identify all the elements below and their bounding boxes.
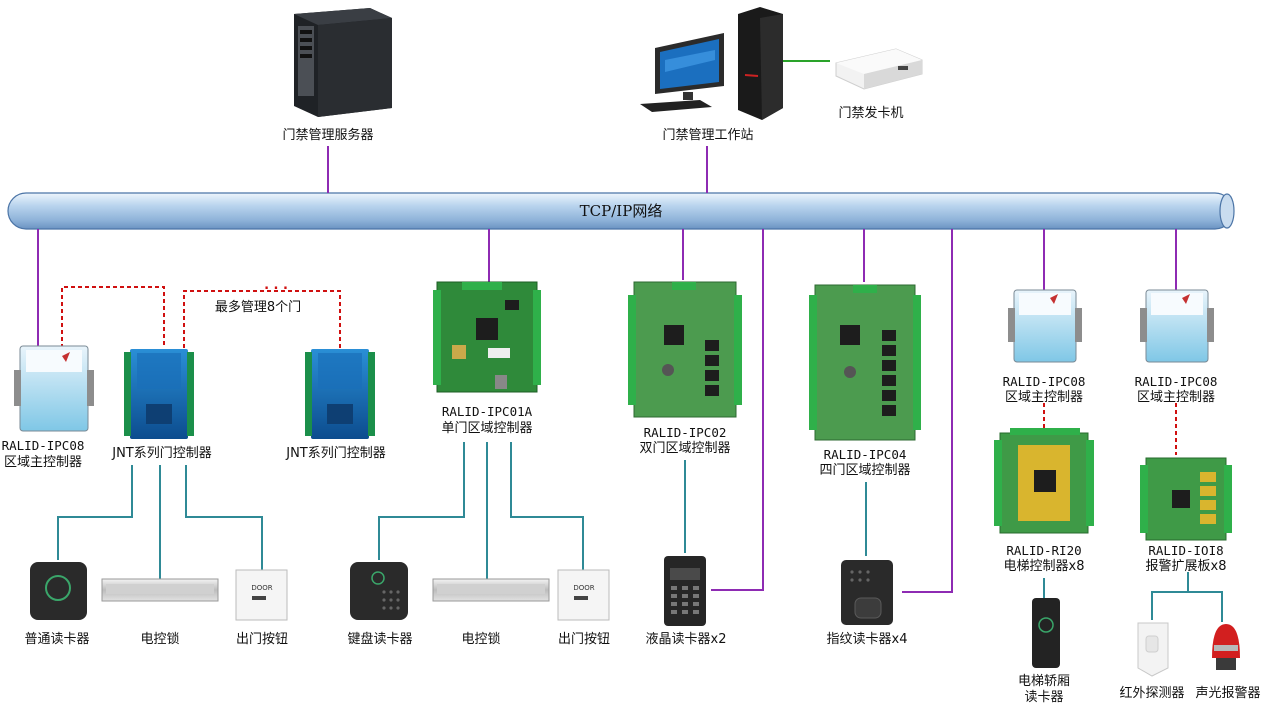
card-issuer-label: 门禁发卡机 — [838, 106, 904, 121]
workstation-icon — [640, 7, 783, 120]
network-label: TCP/IP网络 — [580, 202, 663, 220]
fingerprint-reader-icon — [841, 560, 893, 625]
max-doors-note: 最多管理8个门 — [214, 300, 302, 315]
magnetic-lock-icon — [101, 578, 219, 602]
ipc01a-model: RALID-IPC01A — [441, 404, 533, 419]
lcd-reader-icon — [664, 556, 706, 626]
reader-label: 普通读卡器 — [24, 632, 90, 647]
card-issuer-icon — [835, 48, 923, 90]
group6-master-model: RALID-IPC08 — [1134, 374, 1218, 389]
svg-text:DOOR: DOOR — [573, 584, 594, 592]
keypad-reader-icon — [350, 562, 408, 620]
area-master-controller-icon-3 — [1140, 289, 1214, 363]
device-wires — [57, 442, 1223, 622]
serial-bus-links — [61, 286, 1177, 455]
server-icon — [294, 8, 392, 117]
group1-master-name: 区域主控制器 — [3, 455, 82, 470]
exit-button-icon-2: DOOR — [557, 569, 610, 621]
server-label: 门禁管理服务器 — [282, 128, 374, 143]
ioi8-model: RALID-IOI8 — [1148, 543, 1224, 558]
ipc04-pcb-board-icon — [809, 284, 921, 441]
jnt-door-controller-icon-1 — [124, 349, 194, 439]
keypad-reader-label: 键盘读卡器 — [347, 632, 413, 647]
ipc01a-name: 单门区域控制器 — [441, 421, 533, 436]
network-links — [37, 146, 1177, 593]
exit-button-icon: DOOR — [235, 569, 288, 621]
ir-detector-icon — [1137, 622, 1169, 677]
siren-icon — [1212, 624, 1240, 670]
jnt-controller-label-1: JNT系列门控制器 — [112, 446, 212, 461]
siren-label: 声光报警器 — [1195, 686, 1261, 701]
ipc01a-pcb-board-icon — [433, 281, 541, 393]
group1-master-model: RALID-IPC08 — [1, 438, 85, 453]
area-master-controller-icon-2 — [1008, 289, 1082, 363]
ipc02-name: 双门区域控制器 — [639, 441, 731, 456]
workstation-label: 门禁管理工作站 — [662, 128, 754, 143]
fingerprint-reader-label: 指纹读卡器x4 — [826, 632, 908, 647]
magnetic-lock-icon-2 — [432, 578, 550, 602]
ipc02-pcb-board-icon — [628, 281, 742, 418]
jnt-controller-label-2: JNT系列门控制器 — [286, 446, 386, 461]
ipc02-model: RALID-IPC02 — [643, 425, 727, 440]
lock-label: 电控锁 — [140, 632, 180, 647]
more-controllers-dots: . . . — [264, 278, 288, 293]
ri20-model: RALID-RI20 — [1006, 543, 1082, 558]
jnt-door-controller-icon-2 — [305, 349, 375, 439]
ri20-name: 电梯控制器x8 — [1003, 559, 1085, 574]
ri20-elevator-board-icon — [994, 428, 1094, 534]
ioi8-name: 报警扩展板x8 — [1145, 559, 1227, 574]
ioi8-alarm-expansion-board-icon — [1140, 457, 1232, 541]
elevator-reader-icon — [1032, 598, 1060, 668]
elevator-reader-label-1: 电梯轿厢 — [1017, 674, 1070, 689]
ir-detector-label: 红外探测器 — [1119, 686, 1185, 701]
group6-master-name: 区域主控制器 — [1136, 390, 1215, 405]
ipc04-name: 四门区域控制器 — [819, 463, 911, 478]
card-reader-icon — [30, 562, 87, 620]
lock-label-2: 电控锁 — [461, 632, 501, 647]
exit-button-label-2: 出门按钮 — [557, 632, 610, 647]
exit-button-label: 出门按钮 — [235, 632, 288, 647]
area-master-controller-icon — [14, 345, 94, 432]
group5-master-model: RALID-IPC08 — [1002, 374, 1086, 389]
lcd-reader-label: 液晶读卡器x2 — [645, 632, 727, 647]
group5-master-name: 区域主控制器 — [1004, 390, 1083, 405]
elevator-reader-label-2: 读卡器 — [1024, 690, 1064, 705]
tcp-ip-network-bus — [7, 192, 1235, 230]
svg-text:DOOR: DOOR — [251, 584, 272, 592]
ipc04-model: RALID-IPC04 — [823, 447, 907, 462]
